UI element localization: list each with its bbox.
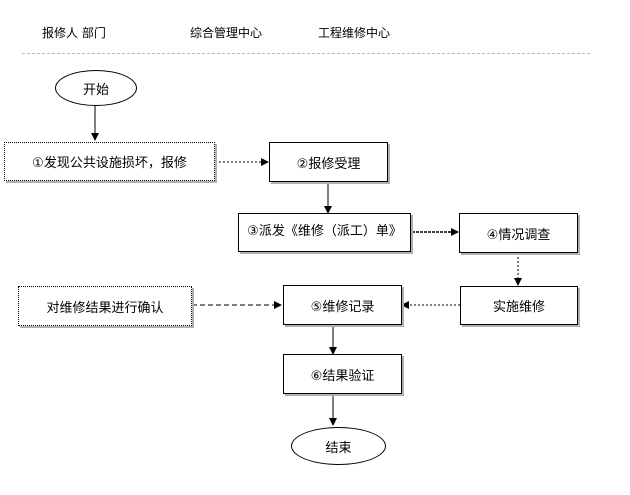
header-divider (22, 53, 590, 54)
lane-header-admin: 综合管理中心 (190, 26, 263, 40)
step3-dispatch-order: ③派发《维修（派工）单》 (238, 213, 411, 252)
implement-repair: 实施维修 (460, 286, 578, 325)
start-node: 开始 (55, 70, 137, 106)
end-node: 结束 (291, 427, 386, 465)
step6-result-verification: ⑥结果验证 (283, 354, 402, 394)
confirm-repair-result: 对维修结果进行确认 (18, 286, 192, 326)
lane-header-reporter: 报修人 部门 (42, 26, 106, 40)
step1-report-damage: ①发现公共设施损坏，报修 (4, 142, 215, 181)
lane-header-maintenance: 工程维修中心 (318, 26, 391, 40)
step4-investigation: ④情况调查 (459, 213, 578, 253)
step2-accept-request: ②报修受理 (269, 142, 388, 182)
step5-repair-record: ⑤维修记录 (283, 285, 402, 325)
